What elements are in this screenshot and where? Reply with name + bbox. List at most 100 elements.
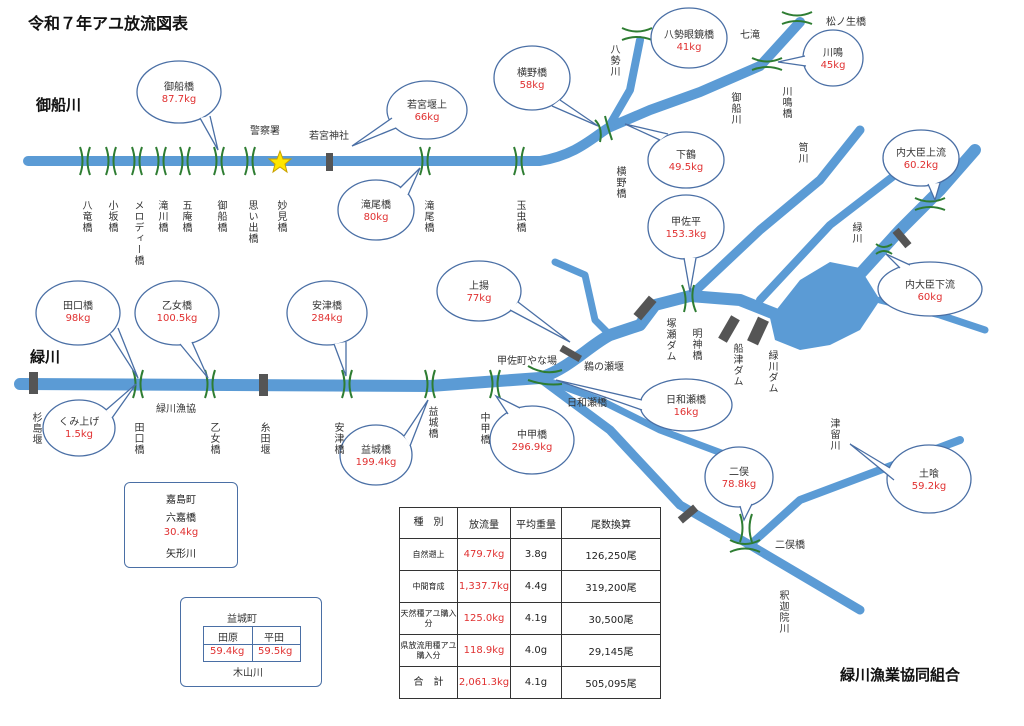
midori-dam-lake xyxy=(770,262,880,350)
bubble-mifune-value: 87.7kg xyxy=(161,94,197,105)
table-cell-type: 合 計 xyxy=(399,666,458,699)
vlabel-yase-river: 八勢川 xyxy=(608,44,619,77)
masuki-town: 益城町 xyxy=(227,614,257,625)
table-cell-count: 505,095尾 xyxy=(561,666,661,699)
table-cell-count: 29,145尾 xyxy=(561,634,661,667)
vlabel-omoide: 思い出橋 xyxy=(246,200,257,244)
bridge-takigawa xyxy=(155,146,167,176)
table-cell-count: 30,500尾 xyxy=(561,602,661,635)
bubble-mifune-name: 御船橋 xyxy=(164,82,194,93)
table-header: 種 別 xyxy=(399,507,458,539)
vlabel-kawashima: 川鳴橋 xyxy=(780,86,791,119)
shakamoin-river xyxy=(535,373,865,615)
kashima-value: 30.4kg xyxy=(163,527,199,538)
bubble-kumiage-name: くみ上げ xyxy=(58,417,100,428)
vlabel-shakamoin: 釈迦院川 xyxy=(777,590,788,634)
table-cell-amount: 2,061.3kg xyxy=(457,666,511,699)
vlabel-mifunegawa-up: 御船川 xyxy=(729,92,740,125)
bridge-nakako xyxy=(489,369,501,399)
bubble-anzu xyxy=(286,280,368,346)
weir-funatsu-dam xyxy=(718,315,740,343)
bubble-yase-megane-value: 41kg xyxy=(676,42,702,53)
bubble-hiwase-name: 日和瀬橋 xyxy=(666,395,706,406)
weir-unose xyxy=(559,344,583,362)
hiwase-branch xyxy=(551,258,614,339)
bubble-kawashima-value: 45kg xyxy=(820,60,846,71)
bubble-shimotsuru-value: 49.5kg xyxy=(668,162,704,173)
table-cell-amount: 479.7kg xyxy=(457,538,511,571)
bubble-otome xyxy=(134,280,220,346)
weir-wakamiya xyxy=(326,153,333,171)
bubble-mifune xyxy=(136,60,222,124)
table-cell-avg: 4.1g xyxy=(510,602,562,635)
vlabel-otome: 乙女橋 xyxy=(208,422,219,455)
bubble-naidaijin-down xyxy=(877,261,983,317)
bubble-shimotsuru-name: 下鶴 xyxy=(676,150,696,161)
table-header: 放流量 xyxy=(457,507,511,539)
bubble-yase-megane-name: 八勢眼鏡橋 xyxy=(664,30,714,41)
bubble-kamiage-value: 77kg xyxy=(466,293,492,304)
bubble-yokono-value: 58kg xyxy=(519,80,545,91)
bridge-meishin xyxy=(681,284,697,313)
kashima-box: 嘉島町 六嘉橋 30.4kg 矢形川 xyxy=(124,482,238,568)
bubble-masuki-name: 益城橋 xyxy=(361,445,391,456)
weir-itoda xyxy=(259,374,268,396)
label-kofusamachi-yanaba: 甲佐町やな場 xyxy=(497,356,557,367)
label-keisatsusho: 警察署 xyxy=(250,126,280,137)
bubble-kumiage xyxy=(42,399,116,457)
bubble-taguchi-name: 田口橋 xyxy=(63,301,93,312)
bubble-naidaijin-down-value: 60kg xyxy=(917,292,943,303)
table-cell-avg: 4.1g xyxy=(510,666,562,699)
bridge-mifune xyxy=(213,146,225,176)
weir-sugishima xyxy=(29,372,38,394)
label-midori-gyokyo: 緑川漁協 xyxy=(156,404,196,415)
bubble-taguchi-value: 98kg xyxy=(65,313,91,324)
kashima-place: 六嘉橋 xyxy=(166,513,196,524)
yase-river xyxy=(604,36,644,132)
vlabel-sasagawa: 笥川 xyxy=(796,142,807,164)
vlabel-mifune-bashi: 御船橋 xyxy=(215,200,226,233)
vlabel-tamamushi: 玉虫橋 xyxy=(514,200,525,233)
river-label-midori: 緑川 xyxy=(30,348,61,366)
bridge-kawashima xyxy=(751,57,783,71)
bridge-hachiryu xyxy=(79,146,91,176)
bubble-takio xyxy=(337,179,415,241)
bridge-kosaka xyxy=(105,146,117,176)
bubble-futamata-name: 二俣 xyxy=(729,467,749,478)
bubble-tsuchibami-value: 59.2kg xyxy=(911,481,947,492)
bubble-futamata xyxy=(704,446,774,508)
table-cell-type: 中間育成 xyxy=(399,570,458,603)
table-row: 天然種アユ購入分 125.0kg 4.1g 30,500尾 xyxy=(399,602,661,635)
weir-midori-dam xyxy=(747,316,769,346)
bridge-futamata-2 xyxy=(729,539,761,553)
bridge-tamamushi xyxy=(513,146,525,176)
vlabel-itoda: 糸田堰 xyxy=(258,422,269,455)
masuki-river: 木山川 xyxy=(233,668,263,679)
vlabel-takio: 滝尾橋 xyxy=(422,200,433,233)
bubble-hiwase-value: 16kg xyxy=(673,407,699,418)
bridge-anzu xyxy=(341,369,353,399)
table-cell-type: 自然遡上 xyxy=(399,538,458,571)
bubble-nakako-value: 296.9kg xyxy=(511,442,553,453)
vlabel-tsukase-dam: 塚瀬ダム xyxy=(664,318,675,362)
masuki-box: 益城町 田原 平田 59.4kg 59.5kg 木山川 xyxy=(180,597,322,687)
bubble-wakamiyaue xyxy=(386,80,468,140)
bubble-masuki-value: 199.4kg xyxy=(355,457,397,468)
vlabel-midori-dam: 緑川ダム xyxy=(766,350,777,394)
bubble-kosahei-name: 甲佐平 xyxy=(671,217,701,228)
masuki-right-name: 平田 xyxy=(264,633,284,644)
vlabel-myoken: 妙見橋 xyxy=(275,200,286,233)
upper-branch xyxy=(756,171,899,304)
star-icon xyxy=(267,149,293,174)
bubble-anzu-value: 284kg xyxy=(311,313,343,324)
bubble-tsuchibami-name: 土喰 xyxy=(919,469,939,480)
table-header: 平均重量 xyxy=(510,507,562,539)
bubble-taguchi xyxy=(35,280,121,346)
bridge-matsunoo xyxy=(781,11,813,25)
masuki-left-name: 田原 xyxy=(218,633,238,644)
bubble-kawashima-name: 川鳴 xyxy=(823,48,843,59)
table-header: 尾数換算 xyxy=(561,507,661,539)
bubble-anzu-name: 安津橋 xyxy=(312,301,342,312)
table-cell-type: 天然種アユ購入分 xyxy=(399,602,458,635)
label-matsunoo-bashi: 松ノ生橋 xyxy=(826,17,866,28)
